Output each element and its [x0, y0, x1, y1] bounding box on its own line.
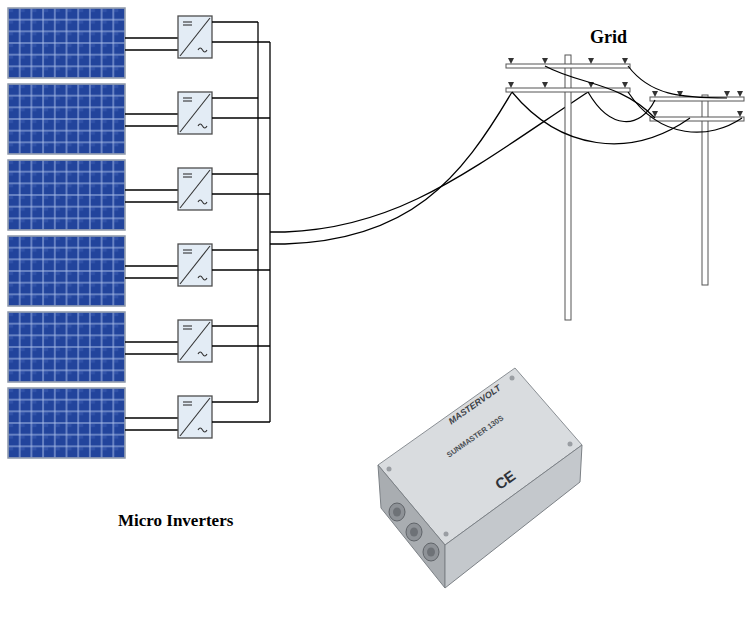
solar-panel-with-inverter: [8, 8, 270, 78]
caption-label: Micro Inverters: [118, 512, 233, 531]
solar-panel-with-inverter: [8, 160, 270, 230]
feed-wire: [270, 92, 588, 232]
solar-panel-with-inverter: [8, 312, 270, 382]
solar-panel-with-inverter: [8, 236, 270, 306]
ce-mark: CE: [492, 468, 519, 493]
feed-wire: [270, 92, 512, 244]
utility-pole: [506, 55, 630, 320]
inverter-photo: [378, 368, 582, 588]
utility-pole: [650, 91, 744, 285]
solar-panel-with-inverter: [8, 84, 270, 154]
grid-label: Grid: [590, 28, 627, 48]
power-line: [512, 66, 742, 144]
ac-bus-wire: [257, 22, 258, 402]
solar-panel-with-inverter: [8, 388, 270, 458]
